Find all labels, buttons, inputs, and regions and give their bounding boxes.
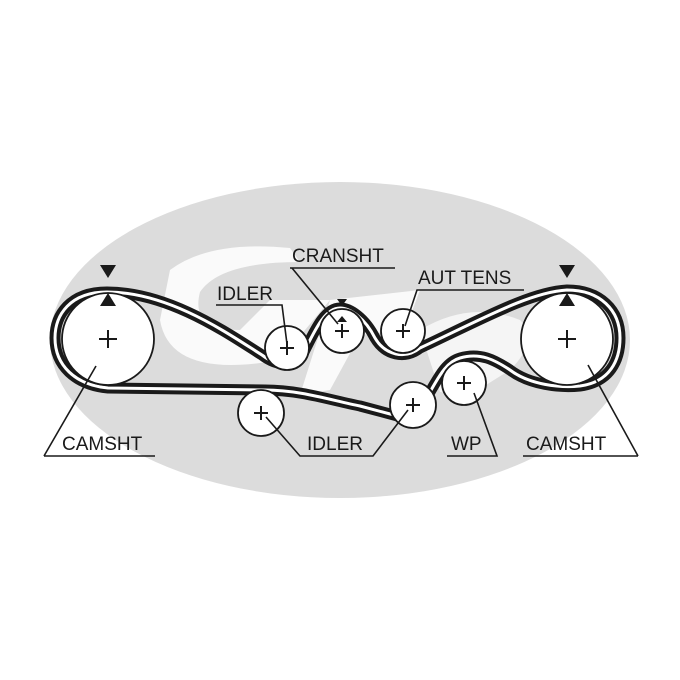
label-idler-bottom: IDLER: [307, 434, 363, 455]
camshaft-left-pulley: [61, 292, 155, 386]
camshaft-right-pulley: [520, 292, 614, 386]
label-cranksht: CRANSHT: [292, 246, 384, 267]
label-camsht-left: CAMSHT: [62, 434, 143, 455]
label-aut-tens: AUT TENS: [418, 268, 511, 289]
crankshaft-pulley: [319, 308, 365, 354]
timing-mark-triangle-icon: [100, 265, 575, 322]
label-camsht-right: CAMSHT: [526, 434, 607, 455]
idler-bottom-right-pulley: [389, 381, 437, 429]
water-pump-pulley: [441, 360, 487, 406]
auto-tensioner-pulley: [380, 308, 426, 354]
idler-top-pulley: [264, 325, 310, 371]
label-idler-top: IDLER: [217, 284, 273, 305]
label-wp: WP: [451, 434, 482, 455]
leader-lines: [43, 267, 639, 457]
